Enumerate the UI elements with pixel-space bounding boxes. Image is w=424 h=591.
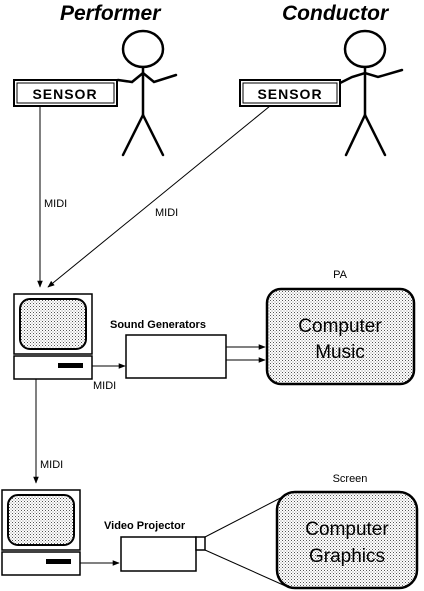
performer-sensor-label: SENSOR — [32, 86, 97, 102]
projection-beam-top — [204, 491, 293, 538]
computer-2 — [1, 489, 81, 576]
performer-sensor-box: SENSOR — [13, 79, 118, 107]
conductor-figure — [338, 29, 404, 157]
sound-generators-label: Sound Generators — [110, 319, 206, 331]
conductor-sensor-label: SENSOR — [257, 86, 322, 102]
computer-1 — [13, 293, 93, 380]
video-projector-label: Video Projector — [104, 520, 186, 532]
conductor-midi-line — [47, 105, 271, 288]
sound-midi-label: MIDI — [93, 380, 116, 392]
video-midi-label: MIDI — [40, 459, 63, 471]
screen-label: Screen — [333, 473, 368, 485]
computer-music-line2: Music — [315, 342, 365, 363]
computer-graphics-line1: Computer — [305, 519, 389, 540]
conductor-label: Conductor — [282, 2, 390, 25]
computer-music-box — [265, 287, 416, 386]
conductor-midi-label: MIDI — [155, 207, 178, 219]
performer-midi-label: MIDI — [44, 198, 67, 210]
pa-label: PA — [333, 269, 348, 281]
computer-music-line1: Computer — [298, 316, 382, 337]
conductor-sensor-box: SENSOR — [239, 79, 341, 107]
video-projector — [120, 536, 206, 572]
performer-label: Performer — [60, 2, 162, 25]
sound-generators-box — [125, 334, 227, 379]
computer-graphics-box — [275, 490, 419, 590]
computer-graphics-line2: Graphics — [309, 546, 385, 567]
performer-figure — [116, 29, 178, 157]
projection-beam-bottom — [204, 549, 291, 589]
